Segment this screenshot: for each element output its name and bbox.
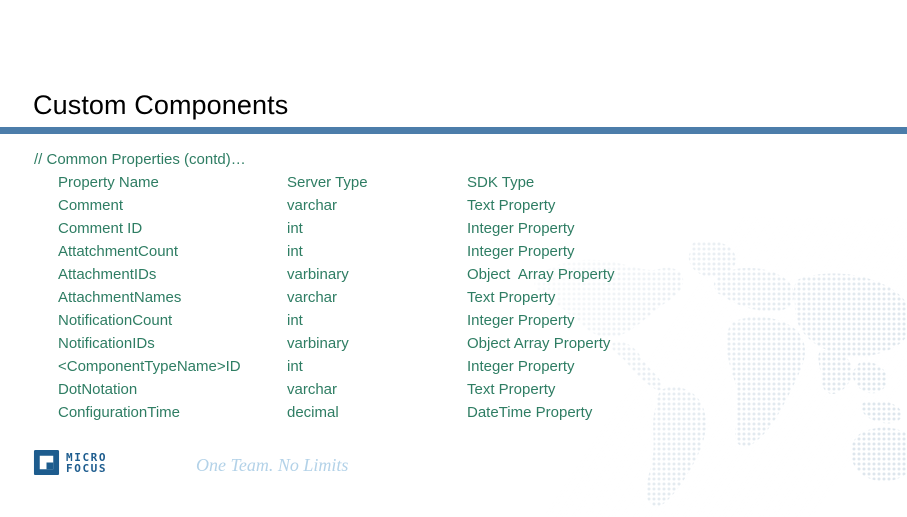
cell-property-name: <ComponentTypeName>ID — [58, 358, 241, 375]
slide-footer: MICRO FOCUS One Team. No Limits — [0, 441, 907, 511]
table-row: ConfigurationTime decimal DateTime Prope… — [0, 401, 907, 424]
micro-focus-square-icon — [33, 449, 60, 476]
page-title: Custom Components — [33, 90, 289, 120]
table-header-row: Property Name Server Type SDK Type — [0, 171, 907, 194]
cell-sdk-type: Text Property — [467, 381, 556, 398]
cell-server-type: int — [287, 312, 303, 329]
column-header-property-name: Property Name — [58, 174, 159, 191]
cell-property-name: Comment — [58, 197, 124, 214]
cell-server-type: int — [287, 358, 303, 375]
cell-property-name: AttatchmentCount — [58, 243, 179, 260]
micro-focus-logo: MICRO FOCUS — [33, 449, 107, 476]
table-row: NotificationCount int Integer Property — [0, 309, 907, 332]
cell-server-type: varbinary — [287, 266, 349, 283]
logo-word-micro: MICRO — [66, 450, 108, 464]
cell-server-type: decimal — [287, 404, 339, 421]
column-header-server-type: Server Type — [287, 174, 368, 191]
tagline: One Team. No Limits — [196, 455, 349, 475]
table-row: NotificationIDs varbinary Object Array P… — [0, 332, 907, 355]
cell-sdk-type: Text Property — [467, 197, 556, 214]
table-row: Comment ID int Integer Property — [0, 217, 907, 240]
cell-property-name: AttachmentNames — [58, 289, 182, 306]
cell-property-name: ConfigurationTime — [58, 404, 180, 421]
title-divider — [0, 127, 907, 134]
cell-sdk-type: DateTime Property — [467, 404, 593, 421]
cell-sdk-type: Integer Property — [467, 243, 575, 260]
cell-property-name: DotNotation — [58, 381, 138, 398]
cell-property-name: AttachmentIDs — [58, 266, 157, 283]
cell-server-type: varchar — [287, 381, 338, 398]
cell-server-type: varchar — [287, 197, 338, 214]
cell-sdk-type: Object Array Property — [467, 335, 611, 352]
table-row: Comment varchar Text Property — [0, 194, 907, 217]
cell-server-type: int — [287, 243, 303, 260]
logo-word-focus: FOCUS — [66, 461, 108, 475]
cell-sdk-type: Integer Property — [467, 312, 575, 329]
comment-line: // Common Properties (contd)… — [34, 151, 246, 168]
cell-server-type: int — [287, 220, 303, 237]
micro-focus-wordmark: MICRO FOCUS — [66, 452, 107, 474]
table-row: <ComponentTypeName>ID int Integer Proper… — [0, 355, 907, 378]
table-row: AttatchmentCount int Integer Property — [0, 240, 907, 263]
cell-property-name: NotificationIDs — [58, 335, 155, 352]
cell-property-name: NotificationCount — [58, 312, 173, 329]
cell-sdk-type: Integer Property — [467, 358, 575, 375]
cell-property-name: Comment ID — [58, 220, 143, 237]
table-row: AttachmentNames varchar Text Property — [0, 286, 907, 309]
table-row: DotNotation varchar Text Property — [0, 378, 907, 401]
cell-sdk-type: Text Property — [467, 289, 556, 306]
cell-server-type: varchar — [287, 289, 338, 306]
property-table: Property Name Server Type SDK Type Comme… — [0, 171, 907, 424]
cell-server-type: varbinary — [287, 335, 349, 352]
column-header-sdk-type: SDK Type — [467, 174, 535, 191]
cell-sdk-type: Object Array Property — [467, 266, 615, 283]
table-row: AttachmentIDs varbinary Object Array Pro… — [0, 263, 907, 286]
cell-sdk-type: Integer Property — [467, 220, 575, 237]
